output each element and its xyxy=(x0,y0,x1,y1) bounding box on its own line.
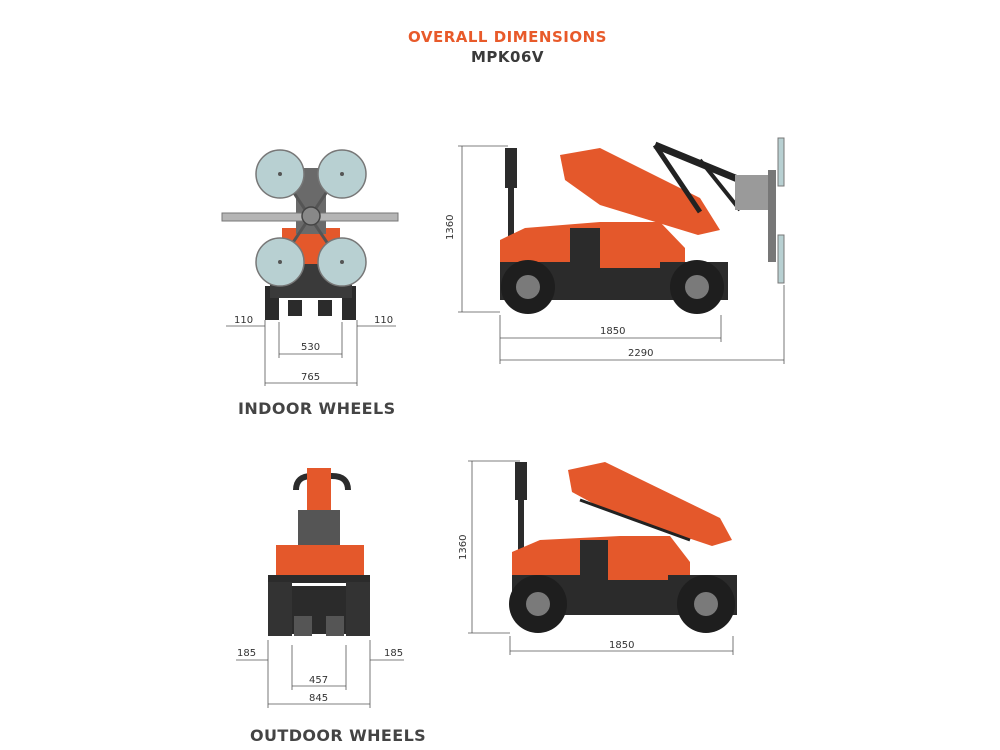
indoor-side-view xyxy=(500,137,785,314)
outdoor-wheelbase-label: 1850 xyxy=(609,640,634,651)
wheel-icon xyxy=(509,575,567,633)
outdoor-height-label: 1360 xyxy=(458,535,469,560)
indoor-right-offset-label: 110 xyxy=(374,315,393,326)
diagram-title: OVERALL DIMENSIONS xyxy=(408,28,607,46)
suction-cup-icon xyxy=(317,237,367,287)
indoor-side-dimensions: 1360 1850 2290 xyxy=(445,145,785,364)
indoor-left-offset-label: 110 xyxy=(234,315,253,326)
outdoor-side-dimensions: 1360 1850 xyxy=(458,460,734,655)
outdoor-side-view xyxy=(509,462,737,633)
outdoor-track-label: 457 xyxy=(309,675,328,686)
indoor-front-view xyxy=(221,149,399,320)
outdoor-right-offset-label: 185 xyxy=(384,648,403,659)
indoor-length-label: 2290 xyxy=(628,348,653,359)
wheel-icon xyxy=(670,260,724,314)
indoor-width-label: 765 xyxy=(301,372,320,383)
wheel-icon xyxy=(677,575,735,633)
indoor-wheels-caption: INDOOR WHEELS xyxy=(238,399,396,418)
indoor-track-label: 530 xyxy=(301,342,320,353)
wheel-icon xyxy=(501,260,555,314)
indoor-height-label: 1360 xyxy=(445,215,456,240)
model-name: MPK06V xyxy=(470,48,545,66)
suction-cup-icon xyxy=(317,149,367,199)
outdoor-front-dimensions: 185 185 457 845 xyxy=(236,640,404,708)
indoor-front-dimensions: 110 110 530 765 xyxy=(226,315,396,386)
outdoor-left-offset-label: 185 xyxy=(237,648,256,659)
suction-cup-icon xyxy=(255,237,305,287)
outdoor-wheels-caption: OUTDOOR WHEELS xyxy=(250,726,427,745)
outdoor-width-label: 845 xyxy=(309,693,328,704)
indoor-wheelbase-label: 1850 xyxy=(600,326,625,337)
outdoor-front-view xyxy=(268,468,370,636)
suction-cup-icon xyxy=(255,149,305,199)
